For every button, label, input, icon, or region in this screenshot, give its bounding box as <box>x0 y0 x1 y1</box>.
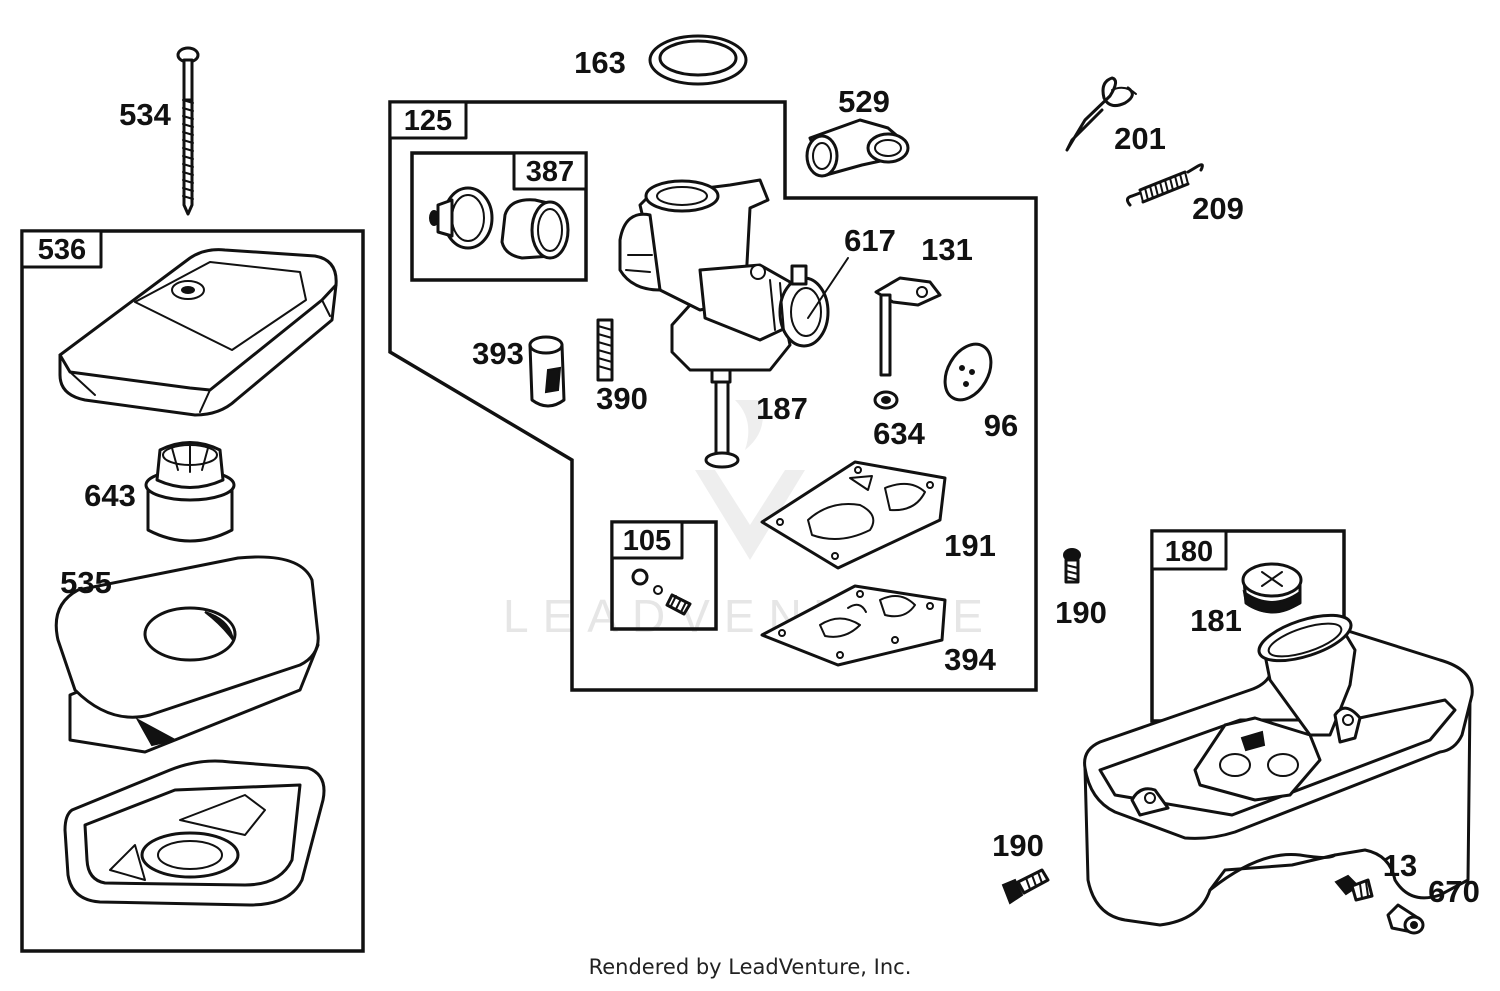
air-cleaner-cover-drawing <box>58 248 338 417</box>
pin-393-drawing <box>528 335 566 408</box>
box-label-536: 536 <box>20 229 103 269</box>
bowl-seal-kit-frame <box>410 151 588 282</box>
elbow-529-drawing <box>805 118 910 178</box>
carburetor-body-drawing <box>618 178 830 469</box>
screw-190-upper-drawing <box>1063 548 1081 584</box>
fuel-cap-181-drawing <box>1241 562 1303 614</box>
footer-credit: Rendered by LeadVenture, Inc. <box>588 955 912 979</box>
seal-kit-387-drawing <box>429 186 570 260</box>
svg-text:105: 105 <box>623 525 671 557</box>
part-label-535[interactable]: 535 <box>60 565 112 600</box>
needle-seat-105-drawing <box>631 568 692 616</box>
air-cleaner-kit-frame <box>20 229 365 953</box>
box-label-180: 180 <box>1150 529 1228 571</box>
part-label-670[interactable]: 670 <box>1428 874 1480 909</box>
part-label-181[interactable]: 181 <box>1190 603 1242 638</box>
part-label-163[interactable]: 163 <box>574 45 626 80</box>
spring-209-drawing <box>1125 163 1204 207</box>
svg-text:387: 387 <box>526 156 574 188</box>
box-label-387: 387 <box>512 151 588 191</box>
fitting-670-drawing <box>1386 903 1425 935</box>
box-label-125: 125 <box>388 100 468 140</box>
leader-617 <box>807 257 849 319</box>
air-cleaner-base-drawing <box>63 759 326 907</box>
part-label-187[interactable]: 187 <box>756 391 808 426</box>
link-201-drawing <box>1065 76 1137 152</box>
part-label-190-lower[interactable]: 190 <box>992 828 1044 863</box>
plate-96-drawing <box>943 342 993 402</box>
gasket-163-drawing <box>648 34 748 86</box>
part-label-191[interactable]: 191 <box>944 528 996 563</box>
svg-text:180: 180 <box>1165 536 1213 568</box>
svg-text:125: 125 <box>404 105 452 137</box>
shaft-131-drawing <box>874 276 942 377</box>
part-label-393[interactable]: 393 <box>472 336 524 371</box>
part-label-209[interactable]: 209 <box>1192 191 1244 226</box>
svg-text:536: 536 <box>38 234 86 266</box>
gasket-191-drawing <box>760 460 947 570</box>
part-label-96[interactable]: 96 <box>984 408 1018 443</box>
seal-634-drawing <box>873 390 899 410</box>
fuel-tank-drawing <box>1083 613 1474 927</box>
part-label-529[interactable]: 529 <box>838 84 890 119</box>
spring-390-drawing <box>596 318 614 382</box>
part-label-131[interactable]: 131 <box>921 232 973 267</box>
bolt-13-drawing <box>1334 874 1374 902</box>
part-label-634[interactable]: 634 <box>873 416 925 451</box>
part-label-13[interactable]: 13 <box>1383 848 1417 883</box>
part-label-643[interactable]: 643 <box>84 478 136 513</box>
carburetor-kit-frame <box>388 100 1038 692</box>
part-label-390[interactable]: 390 <box>596 381 648 416</box>
foam-filter-535-drawing <box>54 555 320 754</box>
box-label-105: 105 <box>610 520 684 560</box>
part-label-394[interactable]: 394 <box>944 642 996 677</box>
part-label-190-upper[interactable]: 190 <box>1055 595 1107 630</box>
part-label-201[interactable]: 201 <box>1114 121 1166 156</box>
part-label-617[interactable]: 617 <box>844 223 896 258</box>
filter-adapter-643-drawing <box>144 441 236 543</box>
screw-534-drawing <box>176 46 200 216</box>
diaphragm-394-drawing <box>760 584 947 667</box>
screw-190-lower-drawing <box>1001 868 1050 905</box>
part-label-534[interactable]: 534 <box>119 97 171 132</box>
